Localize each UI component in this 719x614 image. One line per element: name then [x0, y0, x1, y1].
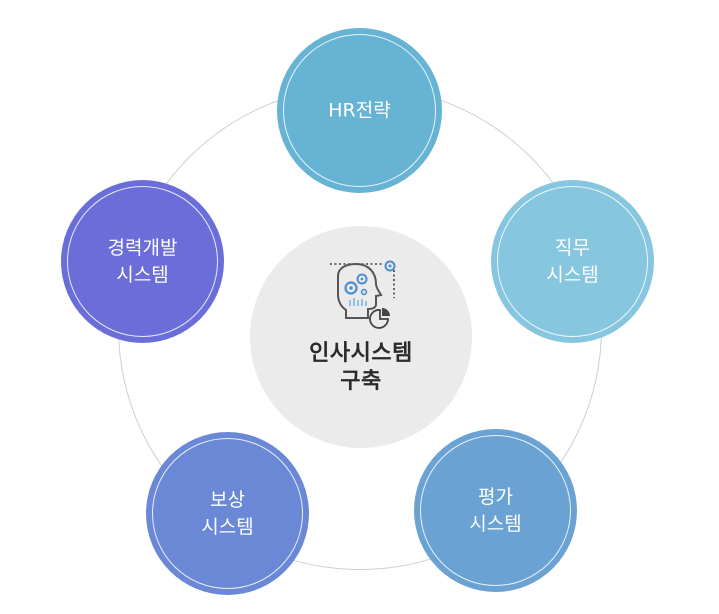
- node-label-line2: 시스템: [116, 263, 169, 286]
- center-title-line1: 인사시스템: [309, 341, 413, 366]
- center-hub: 인사시스템 구축: [250, 226, 472, 448]
- node-label-line1: 경력개발: [107, 236, 178, 259]
- node-label: 경력개발 시스템: [61, 235, 224, 289]
- node-label-line2: 시스템: [201, 515, 254, 538]
- ai-head-gears-icon: [330, 260, 396, 329]
- node-inner-ring: [497, 186, 648, 337]
- node-career-development-system: 경력개발 시스템: [61, 180, 224, 343]
- node-inner-ring: [420, 435, 571, 586]
- node-label-line1: HR전략: [328, 99, 391, 121]
- node-label: HR전략: [277, 97, 442, 124]
- node-compensation-system: 보상 시스템: [146, 432, 309, 595]
- node-inner-ring: [67, 186, 218, 337]
- node-inner-ring: [283, 34, 436, 187]
- node-label-line1: 평가: [478, 485, 513, 508]
- node-label-line2: 시스템: [469, 512, 522, 535]
- node-label: 평가 시스템: [414, 484, 577, 538]
- center-title-line2: 구축: [340, 369, 382, 394]
- node-label-line1: 직무: [555, 236, 590, 259]
- center-title: 인사시스템 구축: [250, 340, 472, 396]
- node-label-line2: 시스템: [546, 263, 599, 286]
- node-hr-strategy: HR전략: [277, 28, 442, 193]
- node-inner-ring: [152, 438, 303, 589]
- node-label: 직무 시스템: [491, 235, 654, 289]
- node-job-system: 직무 시스템: [491, 180, 654, 343]
- node-evaluation-system: 평가 시스템: [414, 429, 577, 592]
- node-label: 보상 시스템: [146, 487, 309, 541]
- node-label-line1: 보상: [210, 488, 245, 511]
